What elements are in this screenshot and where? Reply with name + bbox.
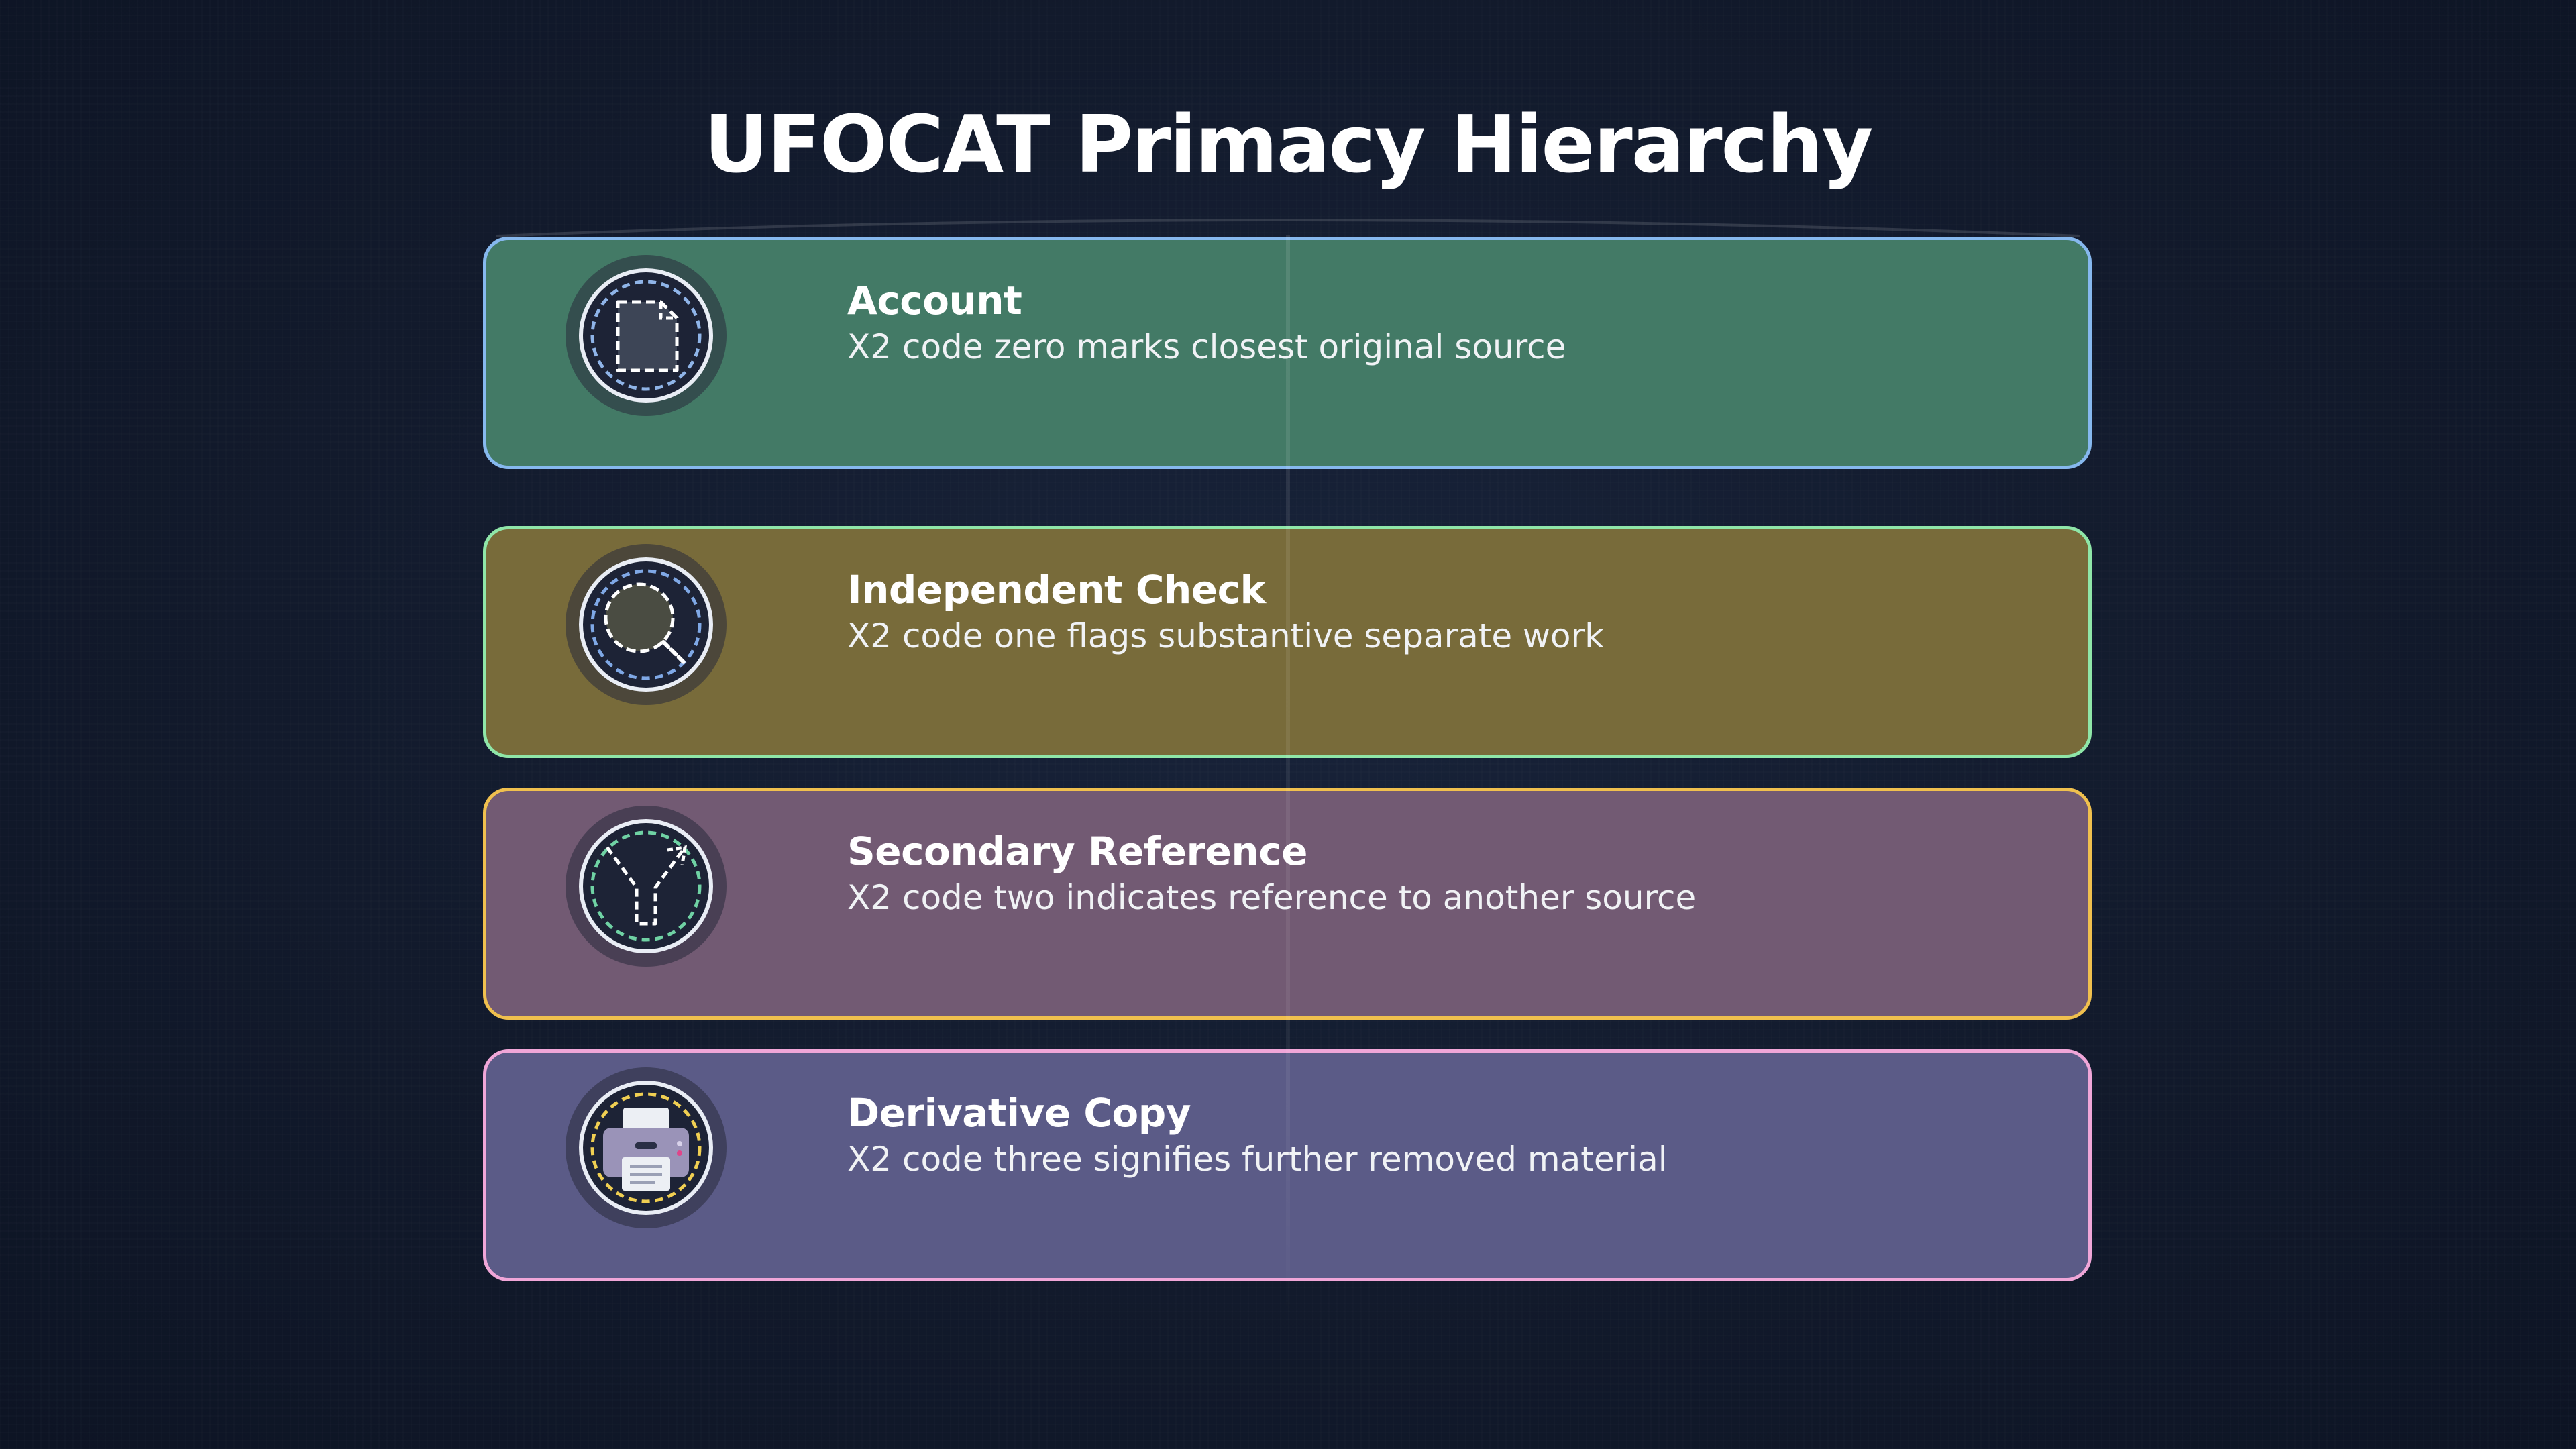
top-arc	[496, 219, 2080, 237]
level-card-derivative-copy: Derivative Copy X2 code three signifies …	[483, 1049, 2092, 1281]
center-spine	[1286, 235, 1290, 1328]
level-description: X2 code three signifies further removed …	[847, 1140, 1668, 1179]
level-description: X2 code two indicates reference to anoth…	[847, 878, 1697, 917]
level-label: Independent Check	[847, 567, 1266, 612]
level-card-independent-check: Independent Check X2 code one flags subs…	[483, 526, 2092, 758]
magnifier-icon	[579, 557, 713, 692]
level-label: Secondary Reference	[847, 828, 1307, 874]
level-description: X2 code one flags substantive separate w…	[847, 616, 1605, 655]
printer-icon	[579, 1081, 713, 1215]
fork-icon	[579, 819, 713, 953]
level-description: X2 code zero marks closest original sour…	[847, 327, 1566, 366]
document-icon	[579, 268, 713, 402]
level-card-account: Account X2 code zero marks closest origi…	[483, 237, 2092, 469]
level-card-secondary-reference: Secondary Reference X2 code two indicate…	[483, 788, 2092, 1020]
page-title: UFOCAT Primacy Hierarchy	[704, 98, 1874, 191]
level-label: Account	[847, 278, 1022, 323]
level-label: Derivative Copy	[847, 1090, 1191, 1136]
